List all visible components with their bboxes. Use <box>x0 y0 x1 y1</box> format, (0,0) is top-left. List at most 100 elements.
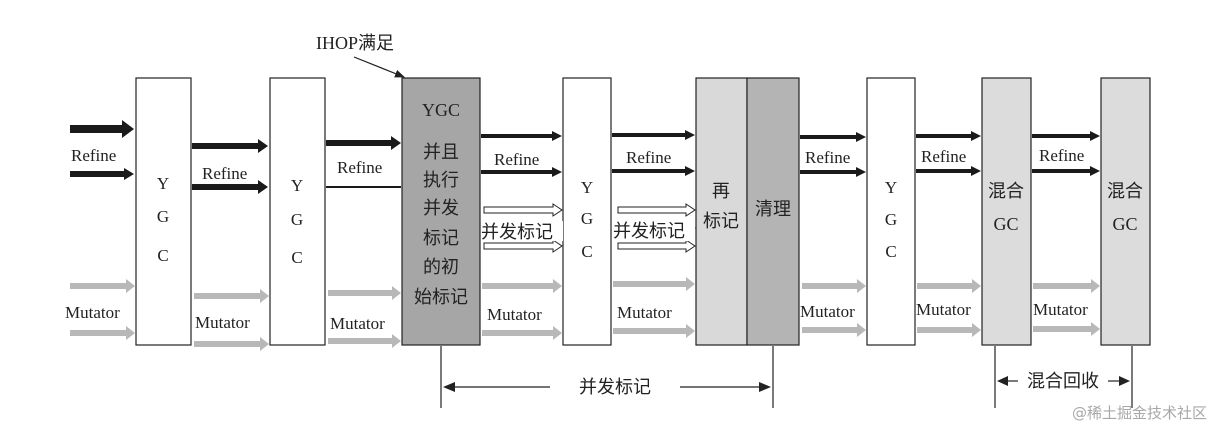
watermark: @稀土掘金技术社区 <box>1072 404 1207 422</box>
refine-labels: Refine Refine Refine Refine Refine Refin… <box>71 146 1084 183</box>
mixed-gc-2-line-1: 混合 <box>1107 181 1143 202</box>
concurrent-mark-arrow <box>617 203 696 217</box>
init-mark-line-3: 执行 <box>423 170 459 191</box>
ygc-box-2 <box>269 77 326 346</box>
init-mark-line-5: 标记 <box>423 228 459 249</box>
init-mark-line-6: 的初 <box>423 257 459 278</box>
ygc-4-letter-g: G <box>885 210 897 229</box>
mutator-label: Mutator <box>195 313 250 332</box>
mixed-collection-span-label: 混合回收 <box>1027 371 1099 392</box>
concurrent-mark-span-label: 并发标记 <box>579 377 651 398</box>
refine-label: Refine <box>71 146 116 165</box>
refine-arrow <box>70 120 134 138</box>
ygc-box-1 <box>135 77 192 346</box>
mutator-arrows <box>70 277 1100 351</box>
init-mark-line-7: 始标记 <box>414 287 468 308</box>
mutator-arrow <box>1033 322 1100 336</box>
mutator-arrow <box>328 334 401 348</box>
span-arrowhead <box>443 382 455 392</box>
box-labels: Y G C Y G C YGC 并且 执行 并发 标记 的初 始标记 Y G C… <box>157 100 1143 308</box>
mutator-arrow <box>482 326 562 340</box>
concurrent-mark-label: 并发标记 <box>481 222 553 243</box>
ihop-pointer-arrow <box>353 56 405 78</box>
ygc-box-3 <box>562 77 612 346</box>
refine-arrow <box>1032 166 1100 176</box>
ygc-4-letter-y: Y <box>885 178 897 197</box>
mutator-labels: Mutator Mutator Mutator Mutator Mutator … <box>65 300 1088 333</box>
mutator-arrow <box>70 279 135 293</box>
refine-arrow <box>612 130 695 140</box>
refine-arrow <box>800 167 866 177</box>
mutator-arrow <box>613 324 695 338</box>
remark-box <box>695 77 748 346</box>
span-arrowhead <box>1119 376 1130 386</box>
ygc-3-letter-g: G <box>581 209 593 228</box>
refine-arrow <box>916 166 981 176</box>
refine-arrow <box>916 131 981 141</box>
ygc-initial-mark-box <box>401 77 481 346</box>
mutator-arrow <box>1033 279 1100 293</box>
mutator-label: Mutator <box>487 305 542 324</box>
refine-arrow <box>800 132 866 142</box>
mutator-arrow <box>802 323 866 337</box>
refine-arrow <box>481 167 562 177</box>
ihop-annotation: IHOP满足 <box>316 33 405 78</box>
ygc-2-letter-g: G <box>291 210 303 229</box>
gc-boxes <box>135 77 1151 346</box>
mutator-arrow <box>802 279 866 293</box>
mixed-gc-1-line-2: GC <box>993 214 1018 234</box>
ygc-3-letter-c: C <box>581 242 592 261</box>
mutator-arrow <box>917 323 981 337</box>
mutator-arrow <box>482 279 562 293</box>
mixed-gc-box-1 <box>981 77 1032 346</box>
refine-arrows <box>70 120 1100 194</box>
mutator-label: Mutator <box>330 314 385 333</box>
refine-arrow <box>612 166 695 176</box>
mixed-gc-box-2 <box>1100 77 1151 346</box>
ygc-3-letter-y: Y <box>581 178 593 197</box>
mutator-label: Mutator <box>65 303 120 322</box>
refine-arrow <box>70 168 134 180</box>
refine-label: Refine <box>805 148 850 167</box>
span-arrowhead <box>759 382 771 392</box>
ygc-1-letter-y: Y <box>157 174 169 193</box>
label-backdrop <box>613 221 695 241</box>
remark-line-2: 标记 <box>703 211 739 232</box>
mixed-gc-1-line-1: 混合 <box>988 181 1024 202</box>
remark-line-1: 再 <box>712 181 730 202</box>
ygc-2-letter-y: Y <box>291 176 303 195</box>
mutator-arrow <box>194 289 269 303</box>
concurrent-mark-labels: 并发标记 并发标记 <box>481 221 695 243</box>
cleanup-label: 清理 <box>755 199 791 220</box>
concurrent-mark-arrow <box>483 203 563 217</box>
refine-label: Refine <box>921 147 966 166</box>
mutator-arrow <box>917 279 981 293</box>
init-mark-line-2: 并且 <box>423 142 459 163</box>
ygc-1-letter-c: C <box>157 246 168 265</box>
mixed-gc-2-line-2: GC <box>1112 214 1137 234</box>
mixed-collection-span: 混合回收 <box>994 346 1133 408</box>
mutator-label: Mutator <box>916 300 971 319</box>
refine-label: Refine <box>337 158 382 177</box>
mutator-arrow <box>613 277 695 291</box>
refine-arrow <box>192 139 268 153</box>
mutator-arrow <box>194 337 269 351</box>
mutator-arrow <box>70 326 135 340</box>
concurrent-mark-span: 并发标记 <box>440 346 774 408</box>
span-arrowhead <box>997 376 1008 386</box>
mutator-arrow <box>328 286 401 300</box>
concurrent-mark-label: 并发标记 <box>613 221 685 242</box>
concurrent-mark-arrow <box>483 239 563 253</box>
mutator-label: Mutator <box>617 303 672 322</box>
ygc-box-4 <box>866 77 916 346</box>
init-mark-line-1: YGC <box>422 100 460 120</box>
refine-line <box>326 186 401 188</box>
label-backdrop <box>481 221 563 241</box>
mutator-label: Mutator <box>1033 300 1088 319</box>
refine-arrow <box>481 131 562 141</box>
init-mark-line-4: 并发 <box>423 198 459 219</box>
refine-arrow <box>1032 131 1100 141</box>
refine-label: Refine <box>202 164 247 183</box>
